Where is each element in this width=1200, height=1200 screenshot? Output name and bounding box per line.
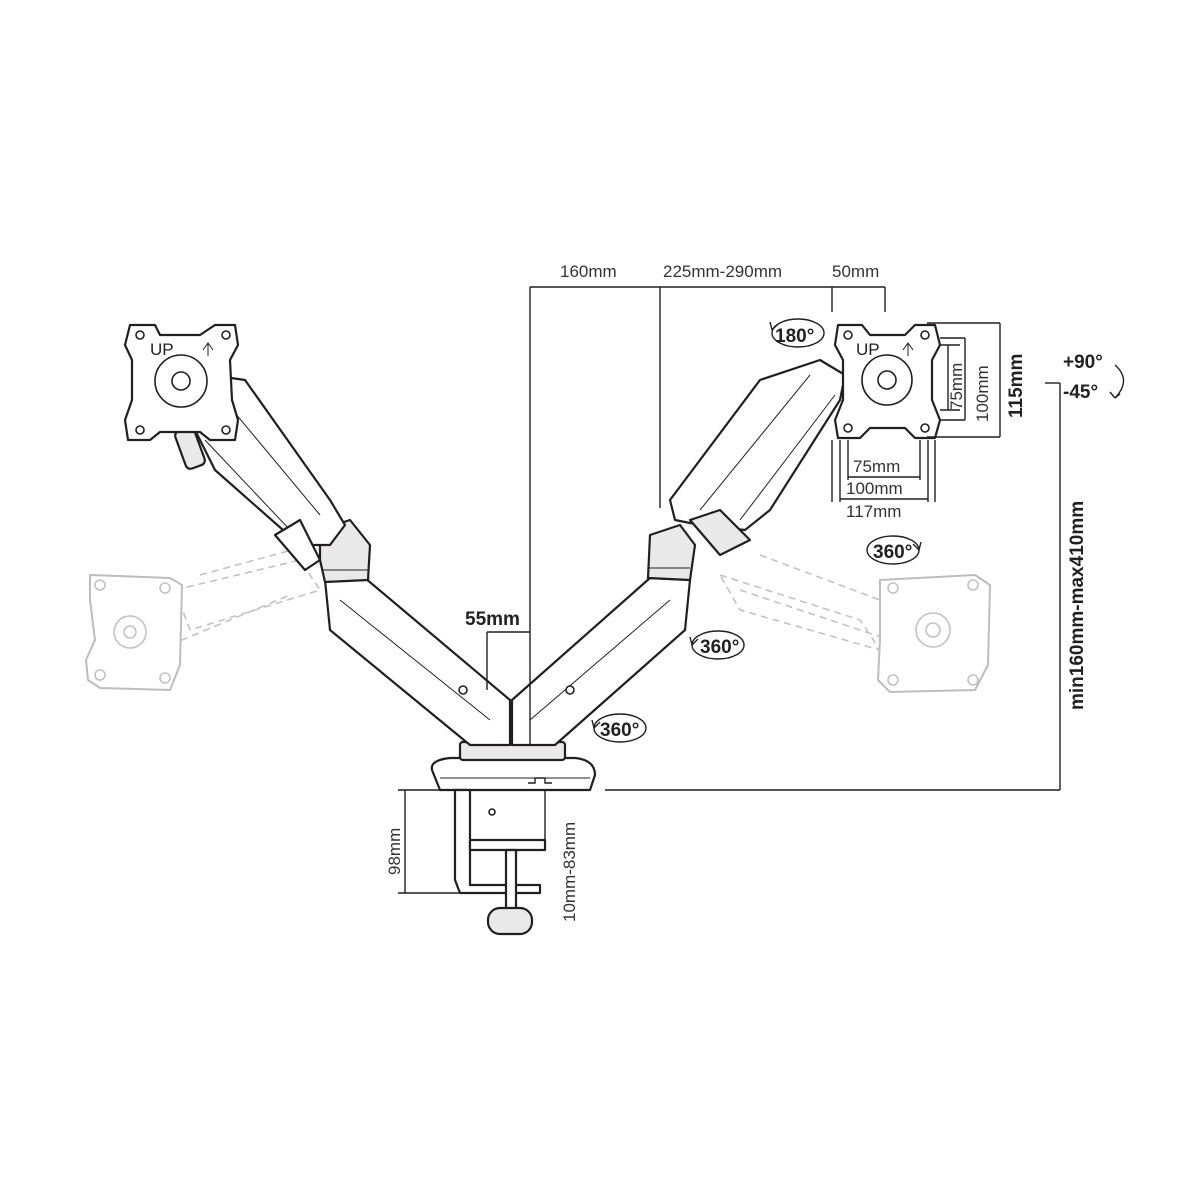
dim-98mm: 98mm bbox=[385, 828, 404, 875]
rotation-180: 180° bbox=[775, 326, 814, 347]
desk-clamp bbox=[453, 788, 547, 936]
dim-160mm: 160mm bbox=[560, 262, 617, 281]
dim-50mm: 50mm bbox=[832, 262, 879, 281]
lower-arm-right bbox=[510, 576, 692, 747]
plate-up-label-left: UP bbox=[150, 340, 174, 359]
rotation-arrows bbox=[591, 318, 1125, 743]
dim-v-100mm: 100mm bbox=[973, 365, 992, 422]
ghost-right-plate bbox=[877, 574, 991, 693]
desk-base bbox=[430, 740, 597, 792]
lower-arm-left bbox=[323, 576, 512, 747]
tilt-minus-45: -45° bbox=[1063, 382, 1098, 403]
tilt-plus-90: +90° bbox=[1063, 352, 1103, 373]
dim-v-75mm: 75mm bbox=[947, 363, 966, 410]
plate-up-label-right: UP bbox=[856, 340, 880, 359]
rotation-360-base: 360° bbox=[600, 720, 639, 741]
labels: 160mm 225mm-290mm 50mm 180° +90° -45° 11… bbox=[385, 262, 1103, 922]
dim-10-83mm: 10mm-83mm bbox=[560, 822, 579, 922]
ghost-right-arm bbox=[718, 554, 891, 652]
dim-h-100mm: 100mm bbox=[846, 479, 903, 498]
rotation-360-head: 360° bbox=[873, 542, 912, 563]
dim-115mm: 115mm bbox=[1006, 354, 1027, 418]
dim-h-117mm: 117mm bbox=[846, 502, 901, 521]
vesa-plate-right: UP bbox=[833, 323, 942, 440]
dim-55mm: 55mm bbox=[465, 609, 520, 630]
vesa-plate-left: UP bbox=[123, 323, 240, 442]
upper-arm-right bbox=[668, 358, 847, 557]
dimension-lines bbox=[398, 286, 1061, 894]
elbow-right bbox=[646, 523, 697, 582]
ghost-left-arm bbox=[169, 544, 322, 646]
dim-225-290mm: 225mm-290mm bbox=[663, 262, 782, 281]
rotation-360-elbow: 360° bbox=[700, 637, 739, 658]
dim-h-75mm: 75mm bbox=[853, 457, 900, 476]
dim-height-range: min160mm-max410mm bbox=[1067, 501, 1088, 710]
ghost-left-plate bbox=[85, 574, 183, 691]
